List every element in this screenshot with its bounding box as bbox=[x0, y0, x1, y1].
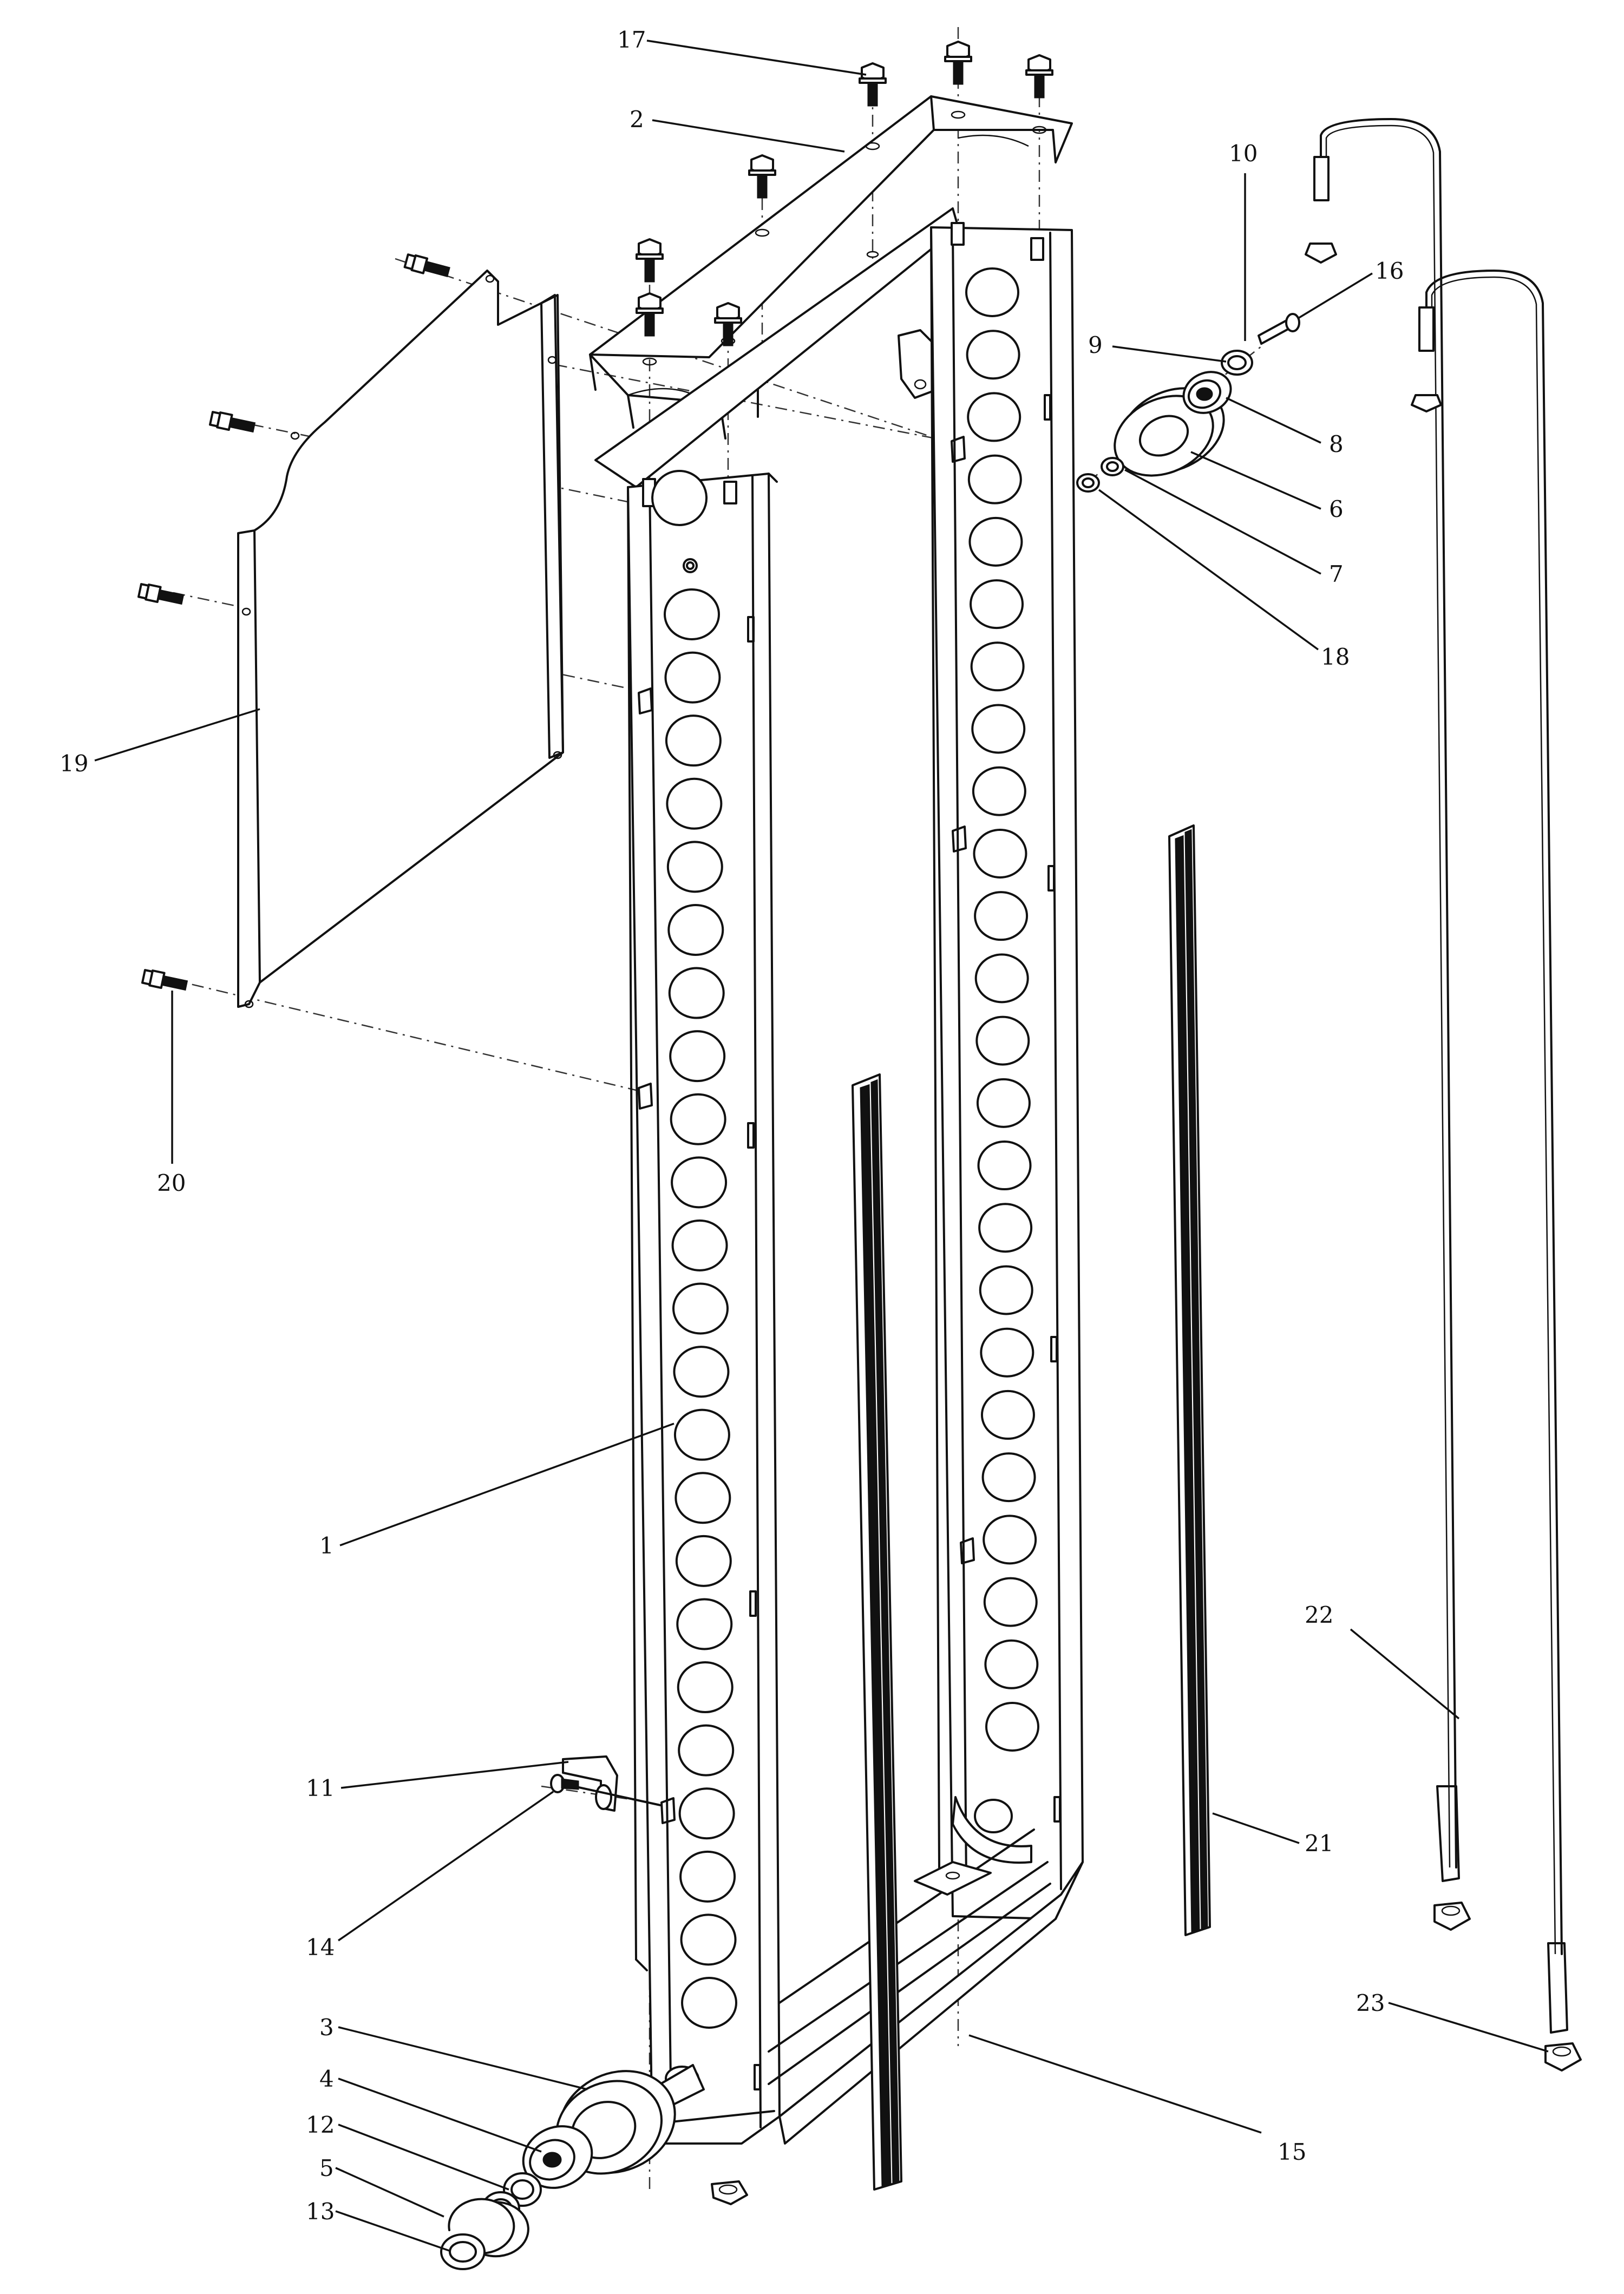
callout-19: 19 bbox=[60, 750, 88, 777]
frame-hole bbox=[666, 841, 723, 893]
frame-hole bbox=[970, 641, 1025, 692]
callout-1: 1 bbox=[319, 1532, 334, 1559]
hex-bolt bbox=[1025, 54, 1053, 99]
frame-hole bbox=[981, 1452, 1036, 1503]
callout-8: 8 bbox=[1329, 431, 1344, 457]
side-cover-plate bbox=[237, 270, 564, 1008]
callout-leaders bbox=[94, 40, 1549, 2252]
hex-bolt bbox=[859, 62, 887, 107]
callout-2: 2 bbox=[630, 106, 644, 133]
frame-hole bbox=[980, 1327, 1034, 1378]
callout-6: 6 bbox=[1329, 496, 1344, 522]
callout-13: 13 bbox=[306, 2198, 335, 2225]
frame-hole bbox=[967, 454, 1022, 504]
frame-hole bbox=[976, 1078, 1031, 1128]
frame-hole bbox=[965, 267, 1019, 317]
frame-hole bbox=[979, 1265, 1033, 1315]
frame-hole bbox=[970, 579, 1024, 630]
frame-hole bbox=[670, 1093, 726, 1145]
top-bracket bbox=[589, 95, 1073, 488]
callout-12: 12 bbox=[306, 2112, 335, 2138]
frame-hole bbox=[985, 1702, 1039, 1752]
hex-bolt bbox=[636, 292, 664, 337]
frame-hole bbox=[675, 1535, 732, 1587]
frame-hole bbox=[966, 330, 1020, 380]
frame-hole bbox=[978, 1203, 1033, 1253]
frame-hole bbox=[971, 704, 1026, 754]
frame-hole bbox=[668, 967, 725, 1019]
lower-shaft-assembly bbox=[440, 2064, 748, 2270]
frame-hole bbox=[664, 588, 720, 640]
frame-hole bbox=[671, 1219, 728, 1271]
frame-hole bbox=[664, 651, 721, 704]
frame-hole bbox=[680, 1913, 737, 1966]
callout-4: 4 bbox=[319, 2066, 334, 2092]
frame-right-channel bbox=[930, 222, 1084, 1920]
callout-23: 23 bbox=[1356, 1990, 1385, 2016]
callout-22: 22 bbox=[1305, 1602, 1333, 1628]
frame-hole bbox=[681, 1977, 737, 2029]
callout-labels: 17 2 10 16 9 8 6 7 18 19 20 1 22 21 11 1… bbox=[60, 27, 1404, 2225]
frame-hole bbox=[675, 1472, 731, 1524]
frame-hole bbox=[667, 903, 724, 956]
rubber-strip-left bbox=[852, 1073, 902, 2191]
hex-bolt bbox=[636, 238, 664, 283]
frame-hole bbox=[968, 516, 1023, 567]
hex-bolt bbox=[748, 154, 776, 199]
frame-hole bbox=[972, 766, 1026, 816]
frame-hole bbox=[679, 1850, 736, 1903]
rubber-strip-right bbox=[1168, 824, 1211, 1936]
callout-14: 14 bbox=[306, 1934, 335, 1961]
frame-hole bbox=[672, 1282, 729, 1335]
callout-18: 18 bbox=[1321, 644, 1350, 670]
callout-9: 9 bbox=[1088, 332, 1103, 358]
frame-hole bbox=[678, 1787, 735, 1840]
hex-bolt bbox=[944, 41, 972, 85]
frame-bottom bbox=[670, 1828, 1084, 2145]
callout-3: 3 bbox=[319, 2014, 334, 2041]
callout-17: 17 bbox=[617, 27, 646, 53]
frame-hole bbox=[974, 953, 1029, 1004]
frame-hole bbox=[665, 715, 722, 767]
callout-15: 15 bbox=[1278, 2139, 1306, 2165]
frame-hole-row-left bbox=[664, 588, 737, 2029]
frame-hole bbox=[673, 1346, 730, 1398]
frame-hole bbox=[673, 1408, 730, 1461]
callout-11: 11 bbox=[306, 1775, 335, 1801]
callout-16: 16 bbox=[1375, 258, 1404, 284]
hex-bolt bbox=[714, 302, 742, 346]
frame-hole bbox=[983, 1577, 1038, 1627]
bottom-latch-bracket bbox=[550, 1755, 662, 1812]
frame-hole bbox=[677, 1661, 734, 1714]
frame-hole bbox=[984, 1639, 1039, 1689]
callout-10: 10 bbox=[1229, 140, 1258, 167]
frame-hole bbox=[975, 1015, 1030, 1066]
frame-hole bbox=[977, 1141, 1032, 1191]
frame-hole bbox=[980, 1389, 1035, 1440]
callout-21: 21 bbox=[1305, 1830, 1333, 1857]
frame-hole bbox=[669, 1030, 726, 1083]
frame-hole bbox=[973, 828, 1027, 879]
frame-hole bbox=[974, 891, 1029, 941]
callout-20: 20 bbox=[157, 1170, 186, 1196]
callout-7: 7 bbox=[1329, 561, 1344, 587]
callout-5: 5 bbox=[319, 2155, 334, 2181]
frame-hole bbox=[671, 1156, 728, 1209]
side-screw-set bbox=[137, 253, 450, 991]
wire-rod-assembly bbox=[1305, 118, 1582, 2072]
hex-bolt-set-top bbox=[636, 41, 1053, 346]
upper-shaft-assembly bbox=[1076, 313, 1300, 493]
frame-hole bbox=[983, 1515, 1037, 1565]
frame-hole bbox=[678, 1724, 735, 1777]
frame-hole-row-right bbox=[965, 267, 1039, 1752]
frame-hole bbox=[967, 392, 1021, 442]
frame-hole bbox=[676, 1598, 733, 1650]
frame-hole bbox=[666, 777, 723, 830]
